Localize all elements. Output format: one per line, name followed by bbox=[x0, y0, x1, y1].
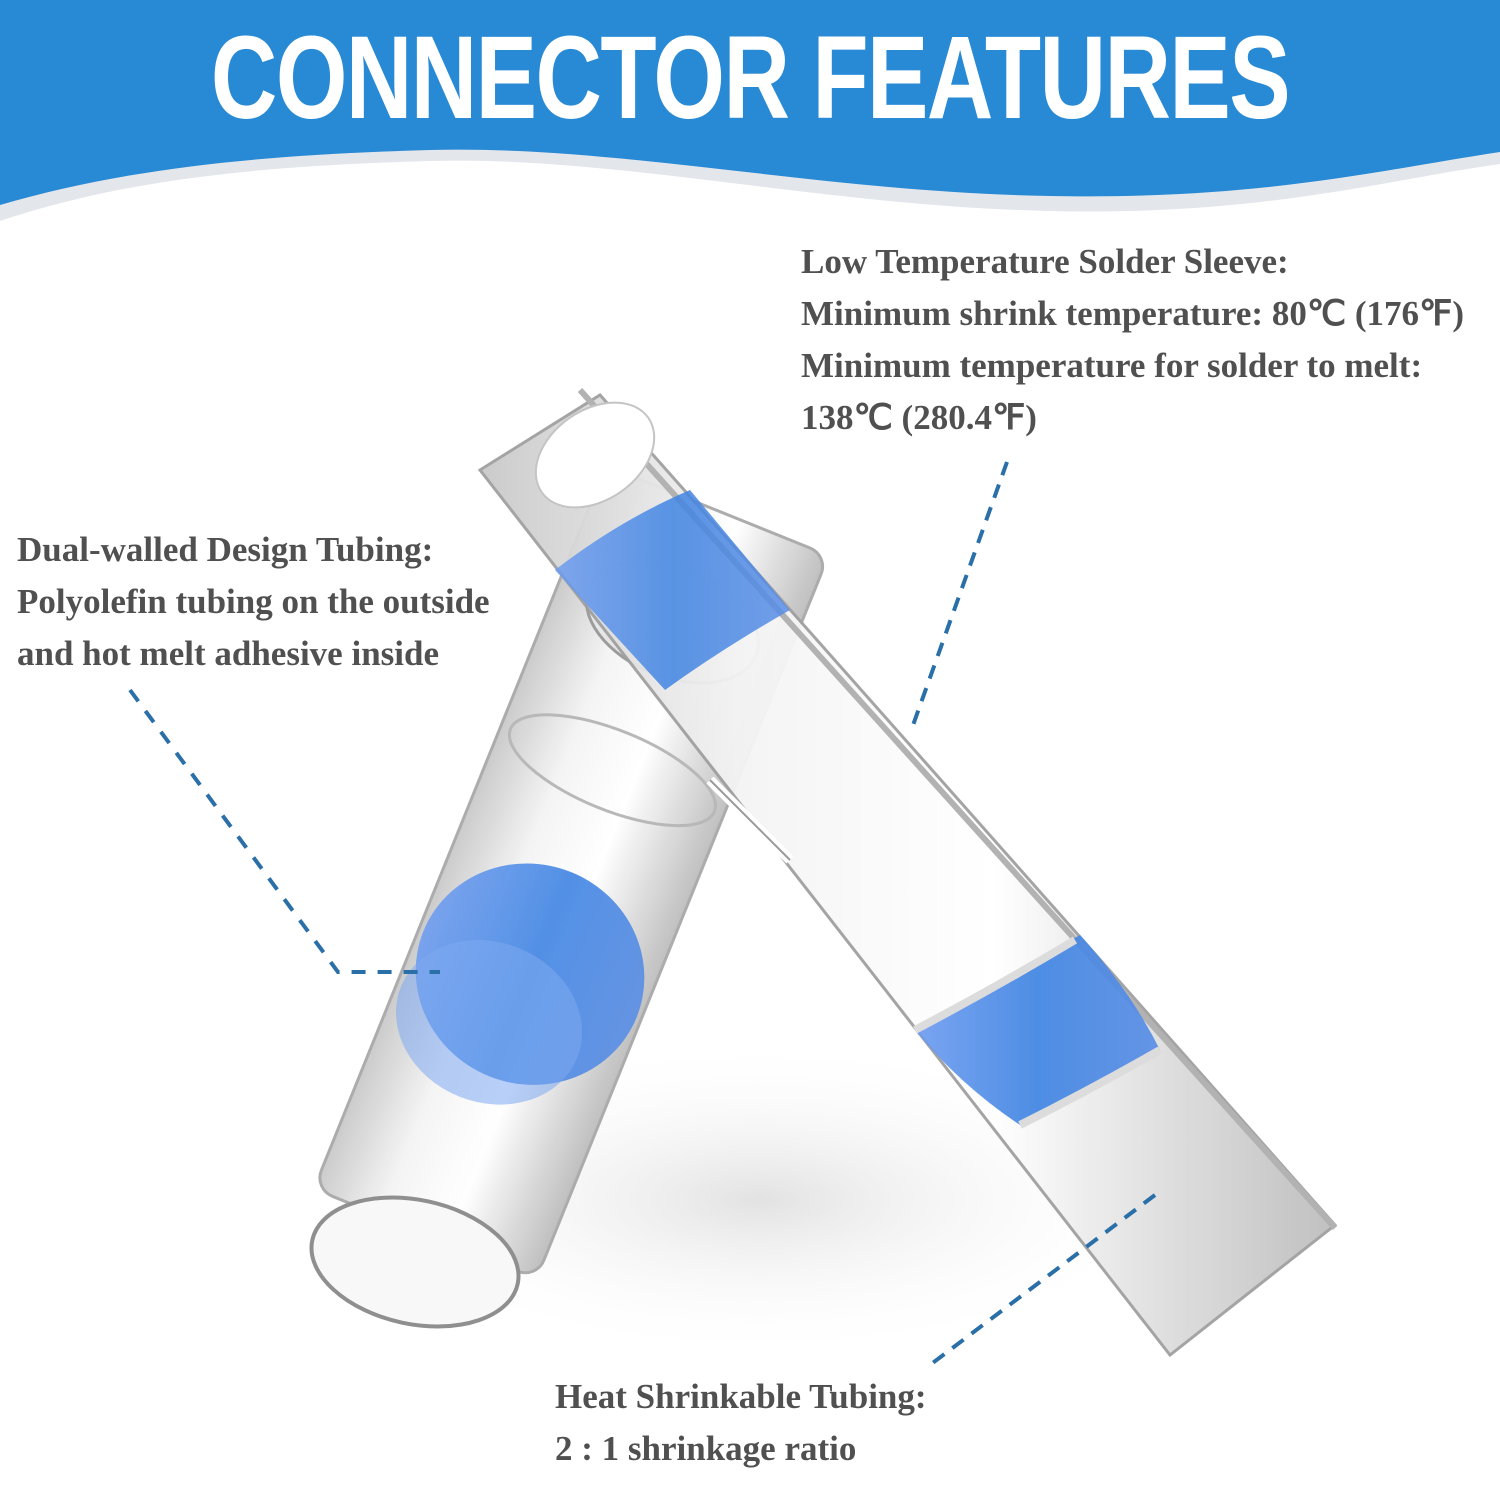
right-connector-tube bbox=[477, 387, 1338, 1358]
page-title: CONNECTOR FEATURES bbox=[210, 12, 1291, 144]
header-banner: CONNECTOR FEATURES bbox=[0, 0, 1500, 230]
callout-line: Minimum temperature for solder to melt: bbox=[801, 346, 1423, 385]
callout-line: and hot melt adhesive inside bbox=[17, 634, 439, 673]
leader-line-dual bbox=[128, 688, 440, 974]
callout-line: 138℃ (280.4℉) bbox=[801, 398, 1037, 437]
callout-heat-shrink: Heat Shrinkable Tubing: 2 : 1 shrinkage … bbox=[555, 1371, 927, 1475]
callout-solder-sleeve: Low Temperature Solder Sleeve: Minimum s… bbox=[801, 236, 1464, 444]
callout-line: Polyolefin tubing on the outside bbox=[17, 582, 490, 621]
callout-heading: Dual-walled Design Tubing: bbox=[17, 530, 434, 569]
banner-wave-shape bbox=[0, 0, 1500, 221]
callout-dual-walled: Dual-walled Design Tubing: Polyolefin tu… bbox=[17, 524, 490, 680]
callout-heading: Heat Shrinkable Tubing: bbox=[555, 1377, 927, 1416]
callout-line: 2 : 1 shrinkage ratio bbox=[555, 1429, 857, 1468]
callout-line: Minimum shrink temperature: 80℃ (176℉) bbox=[801, 294, 1465, 333]
leader-line-solder bbox=[910, 461, 1009, 729]
callout-heading: Low Temperature Solder Sleeve: bbox=[801, 242, 1289, 281]
